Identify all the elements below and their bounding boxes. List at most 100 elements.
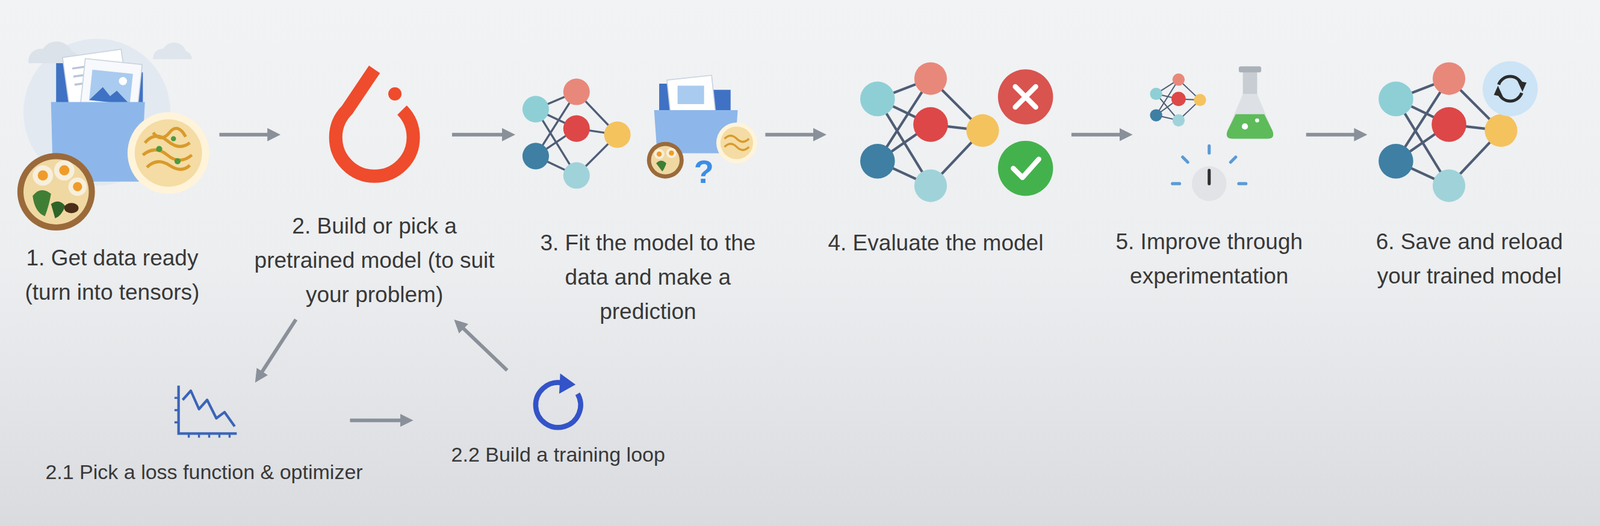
step-caption-block: 2. Build or pick a pretrained model (to … (244, 208, 505, 312)
data-folder-icon (152, 42, 193, 60)
wrong-mark (998, 69, 1054, 125)
step-caption: 6. Save and reload your trained model (1358, 224, 1581, 294)
question-mark: ? (694, 155, 714, 188)
reload-icon (1517, 80, 1527, 93)
network-icon (860, 62, 1000, 202)
process-step: 2. Build or pick a pretrained model (to … (244, 40, 505, 315)
training-loop-icon (535, 382, 581, 428)
step-caption: 3. Fit the model to the data and make a … (524, 225, 772, 329)
step-caption: 2.1 Pick a loss function & optimizer (15, 456, 393, 489)
flow-arrow (349, 418, 403, 422)
data-folder-icon (72, 182, 82, 192)
reload-icon (1494, 85, 1504, 97)
pytorch-logo (335, 69, 414, 177)
icon-anchor (173, 387, 345, 453)
network-icon (1432, 169, 1466, 202)
step-caption: 2.2 Build a training loop (430, 438, 686, 471)
icon-anchor (1137, 40, 1301, 229)
flow-arrow (1306, 133, 1357, 137)
network-icon (860, 81, 896, 117)
step-caption-block: 6. Save and reload your trained model (1358, 224, 1581, 294)
wrong-mark (1015, 86, 1036, 108)
flow-arrow (260, 319, 296, 374)
flow-arrow (461, 326, 507, 371)
flow-arrow (765, 133, 816, 137)
step-caption: 5. Improve through experimentation (1097, 224, 1321, 294)
icon-anchor (18, 40, 215, 229)
small-network-icon (1149, 87, 1162, 100)
flask-icon (1243, 71, 1258, 97)
network-icon (522, 95, 549, 123)
network-icon (604, 121, 631, 149)
small-network-icon (1156, 79, 1201, 121)
step-caption-block: 4. Evaluate the model (806, 225, 1066, 261)
icon-anchor (285, 40, 448, 229)
right-mark (998, 140, 1054, 197)
data-folder-icon (51, 201, 66, 219)
network-icon (966, 114, 999, 147)
data-folder-icon (32, 190, 52, 217)
network-icon (1378, 143, 1414, 179)
icon-anchor (831, 40, 1067, 229)
network-icon (1431, 107, 1467, 143)
data-folder-icon (58, 165, 70, 176)
small-data-folder-icon (654, 148, 665, 159)
step-caption-block: 2.1 Pick a loss function & optimizer (15, 456, 393, 489)
small-network-icon (1172, 114, 1185, 127)
timer-icon (1191, 166, 1227, 202)
data-folder-icon (118, 76, 128, 86)
data-folder-icon (54, 160, 75, 181)
small-data-folder-icon (724, 135, 750, 150)
network-icon (1378, 81, 1414, 117)
small-network-icon (1172, 73, 1185, 86)
data-folder-icon (23, 158, 89, 224)
reload-icon (1498, 92, 1522, 101)
step-caption: 2. Build or pick a pretrained model (to … (244, 208, 505, 312)
small-data-folder-icon (647, 142, 684, 179)
process-step: 5. Improve through experimentation (1097, 40, 1321, 296)
flask-icon (1255, 118, 1260, 123)
network-icon (860, 143, 896, 179)
data-folder-icon (134, 119, 203, 187)
small-data-folder-icon (656, 151, 662, 157)
step-caption-block: 2.2 Build a training loop (430, 438, 686, 471)
small-data-folder-icon (720, 126, 754, 159)
flask-icon (1226, 93, 1274, 140)
data-folder-icon (170, 136, 176, 141)
network-icon (563, 78, 590, 106)
step-caption-block: 1. Get data ready (turn into tensors) (4, 240, 220, 310)
small-network-icon (1149, 108, 1162, 121)
process-step: 2.2 Build a training loop (418, 375, 686, 474)
pytorch-logo (388, 87, 402, 101)
small-data-folder-icon (668, 150, 674, 156)
small-data-folder-icon (677, 85, 705, 105)
small-network-icon (1171, 92, 1186, 107)
data-folder-icon (17, 38, 210, 231)
small-data-folder-icon (716, 122, 758, 164)
network-icon (563, 115, 590, 143)
loss-chart-icon (178, 385, 238, 435)
network-icon (1432, 62, 1466, 95)
process-step: 2.1 Pick a loss function & optimizer (15, 387, 393, 491)
small-data-folder-icon (666, 148, 677, 159)
network-icon (522, 142, 549, 170)
data-folder-icon (142, 128, 192, 170)
reload-icon (1482, 61, 1538, 117)
reload-icon (1482, 61, 1538, 117)
flow-arrow (219, 133, 270, 137)
small-data-folder-icon (656, 160, 667, 172)
step-caption-block: 5. Improve through experimentation (1097, 224, 1321, 294)
network-icon (563, 162, 590, 190)
small-data-folder-icon (651, 145, 680, 174)
flask-icon (1226, 114, 1274, 140)
loss-chart-icon (182, 390, 235, 427)
network-icon (914, 169, 947, 202)
flask-icon (1241, 123, 1248, 130)
data-folder-icon (37, 170, 49, 181)
training-loop-icon (559, 373, 576, 394)
flow-arrow (452, 133, 505, 137)
network-icon (522, 78, 631, 190)
